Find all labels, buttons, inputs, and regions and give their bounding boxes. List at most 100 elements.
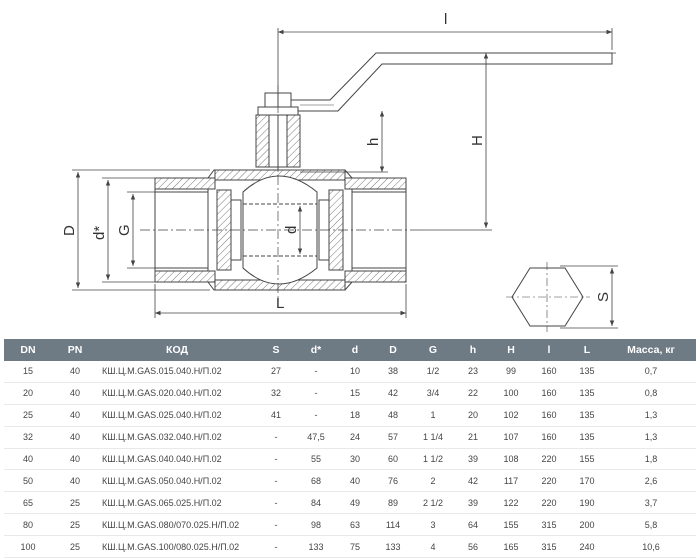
table-cell: 165 bbox=[492, 535, 530, 558]
table-cell: 114 bbox=[374, 513, 412, 537]
table-cell: 1 bbox=[412, 404, 454, 427]
table-cell: 99 bbox=[492, 361, 530, 383]
table-cell: 21 bbox=[454, 426, 492, 449]
table-cell: - bbox=[256, 448, 296, 471]
table-cell: - bbox=[296, 404, 336, 427]
table-cell: 1,3 bbox=[606, 404, 696, 427]
table-cell: 80 bbox=[4, 513, 52, 537]
table-cell: 39 bbox=[454, 448, 492, 471]
table-cell: 40 bbox=[52, 469, 98, 493]
table-cell: 63 bbox=[336, 513, 374, 537]
table-cell: 32 bbox=[256, 382, 296, 405]
table-cell: 190 bbox=[568, 491, 606, 515]
label-l: l bbox=[444, 11, 447, 28]
table-cell: 40 bbox=[52, 426, 98, 449]
table-cell: 0,7 bbox=[606, 361, 696, 383]
table-cell: 75 bbox=[336, 535, 374, 558]
table-cell: КШ.Ц.М.GAS.032.040.Н/П.02 bbox=[98, 426, 256, 449]
table-cell: 2 bbox=[412, 469, 454, 493]
table-cell: 30 bbox=[336, 448, 374, 471]
column-header: d bbox=[336, 339, 374, 361]
table-cell: 240 bbox=[568, 535, 606, 558]
table-cell: 76 bbox=[374, 469, 412, 493]
table-cell: 42 bbox=[454, 469, 492, 493]
table-cell: 220 bbox=[530, 448, 568, 471]
valve-technical-drawing: l H h D d* G d L S bbox=[61, 11, 618, 332]
table-cell: 98 bbox=[296, 513, 336, 537]
table-cell: 102 bbox=[492, 404, 530, 427]
column-header: l bbox=[530, 339, 568, 361]
table-cell: - bbox=[256, 469, 296, 493]
table-cell: 155 bbox=[568, 448, 606, 471]
hexagon-view bbox=[506, 262, 590, 332]
table-cell: 24 bbox=[336, 426, 374, 449]
table-cell: 135 bbox=[568, 382, 606, 405]
table-cell: - bbox=[256, 535, 296, 558]
table-cell: 2,6 bbox=[606, 469, 696, 493]
table-cell: 40 bbox=[336, 469, 374, 493]
table-cell: 1 1/2 bbox=[412, 448, 454, 471]
valve-body bbox=[154, 169, 407, 291]
column-header: h bbox=[454, 339, 492, 361]
table-cell: 10 bbox=[336, 361, 374, 383]
table-cell: - bbox=[296, 382, 336, 405]
table-cell: КШ.Ц.М.GAS.015.040.Н/П.02 bbox=[98, 361, 256, 383]
table-cell: 108 bbox=[492, 448, 530, 471]
table-cell: КШ.Ц.М.GAS.040.040.Н/П.02 bbox=[98, 448, 256, 471]
table-cell: 0,8 bbox=[606, 382, 696, 405]
table-cell: КШ.Ц.М.GAS.020.040.Н/П.02 bbox=[98, 382, 256, 405]
table-cell: 2 1/2 bbox=[412, 491, 454, 515]
table-cell: КШ.Ц.М.GAS.080/070.025.Н/П.02 bbox=[98, 513, 256, 537]
table-cell: 3,7 bbox=[606, 491, 696, 515]
column-header: S bbox=[256, 339, 296, 361]
table-cell: 160 bbox=[530, 382, 568, 405]
column-header: L bbox=[568, 339, 606, 361]
table-cell: КШ.Ц.М.GAS.100/080.025.Н/П.02 bbox=[98, 535, 256, 558]
table-cell: 25 bbox=[52, 513, 98, 537]
table-cell: 68 bbox=[296, 469, 336, 493]
table-cell: 40 bbox=[4, 448, 52, 471]
table-cell: 1 1/4 bbox=[412, 426, 454, 449]
table-cell: 135 bbox=[568, 404, 606, 427]
table-cell: 100 bbox=[4, 535, 52, 558]
table-cell: 10,6 bbox=[606, 535, 696, 558]
table-cell: 39 bbox=[454, 491, 492, 515]
table-cell: 220 bbox=[530, 469, 568, 493]
table-cell: 135 bbox=[568, 361, 606, 383]
table-cell: 18 bbox=[336, 404, 374, 427]
column-header: Масса, кг bbox=[606, 339, 696, 361]
table-cell: 133 bbox=[296, 535, 336, 558]
table-cell: 42 bbox=[374, 382, 412, 405]
table-cell: 40 bbox=[52, 382, 98, 405]
table-cell: 133 bbox=[374, 535, 412, 558]
table-cell: 1,8 bbox=[606, 448, 696, 471]
column-header: PN bbox=[52, 339, 98, 361]
table-cell: 57 bbox=[374, 426, 412, 449]
table-cell: 170 bbox=[568, 469, 606, 493]
table-cell: 49 bbox=[336, 491, 374, 515]
column-header: КОД bbox=[98, 339, 256, 361]
table-cell: 20 bbox=[454, 404, 492, 427]
table-cell: 135 bbox=[568, 426, 606, 449]
table-cell: 5,8 bbox=[606, 513, 696, 537]
table-cell: 100 bbox=[492, 382, 530, 405]
table-cell: 65 bbox=[4, 491, 52, 515]
table-cell: 25 bbox=[4, 404, 52, 427]
table-cell: 22 bbox=[454, 382, 492, 405]
table-cell: 47,5 bbox=[296, 426, 336, 449]
table-cell: 155 bbox=[492, 513, 530, 537]
table-cell: КШ.Ц.М.GAS.050.040.Н/П.02 bbox=[98, 469, 256, 493]
column-header: H bbox=[492, 339, 530, 361]
table-cell: КШ.Ц.М.GAS.065.025.Н/П.02 bbox=[98, 491, 256, 515]
table-cell: 200 bbox=[568, 513, 606, 537]
table-cell: 27 bbox=[256, 361, 296, 383]
table-cell: 1,3 bbox=[606, 426, 696, 449]
table-cell: - bbox=[256, 491, 296, 515]
table-cell: 23 bbox=[454, 361, 492, 383]
